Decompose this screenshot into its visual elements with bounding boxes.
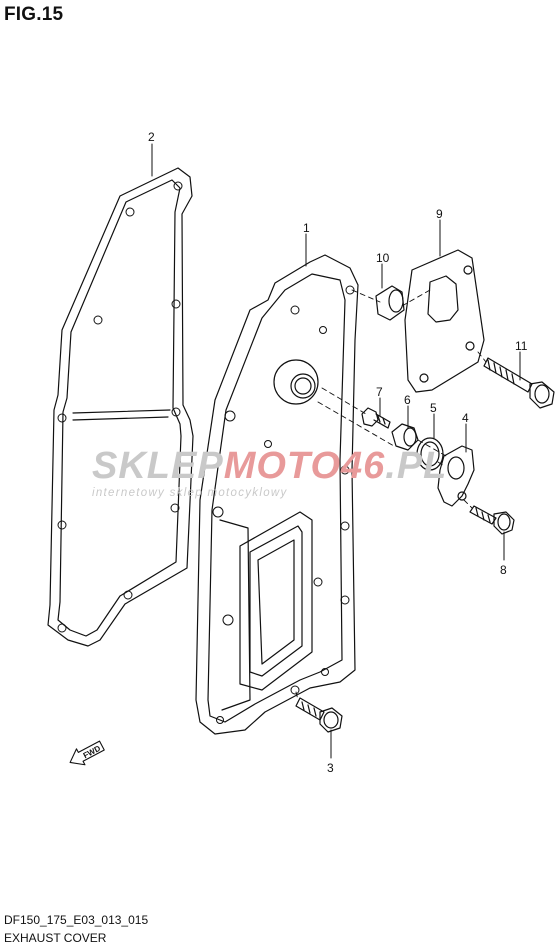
watermark-logo: SKLEPMOTO46.PL internetowy sklep motocyk… [92,445,447,499]
gasket-part-2 [47,167,194,647]
diagram-code: DF150_175_E03_013_015 [4,913,149,927]
bolt-part-7 [361,407,391,429]
leader-lines [151,143,521,759]
callout-labels: 2 1 10 9 11 7 6 5 4 8 3 [148,130,528,775]
callout-4: 4 [462,411,469,425]
spacer-part-10 [375,285,405,321]
bolt-part-11 [483,357,555,409]
callout-2: 2 [148,130,155,144]
callout-10: 10 [376,251,390,265]
callout-9: 9 [436,207,443,221]
assembly-dashed-lines [295,289,487,701]
callout-11: 11 [515,339,528,353]
callout-8: 8 [500,563,507,577]
watermark-tagline: internetowy sklep motocyklowy [92,487,288,499]
bracket-part-4 [437,445,475,507]
watermark-moto: MOTO [224,445,341,487]
svg-text:SKLEPMOTO46.PL: SKLEPMOTO46.PL [92,445,447,487]
callout-7: 7 [376,385,383,399]
callout-5: 5 [430,401,437,415]
fwd-arrow-icon: FWD [69,740,105,766]
bolt-part-3 [295,697,343,733]
watermark-46: 46 [340,445,385,487]
exhaust-cover-part-1 [195,254,359,735]
callout-3: 3 [327,761,334,775]
watermark-sklep: SKLEP [92,445,224,487]
plate-part-9 [404,249,485,393]
callout-6: 6 [404,393,411,407]
diagram-caption: EXHAUST COVER [4,931,107,945]
bolt-part-8 [469,505,515,535]
callout-1: 1 [303,221,310,235]
figure-title: FIG.15 [4,4,64,25]
watermark-pl: .PL [385,445,447,487]
